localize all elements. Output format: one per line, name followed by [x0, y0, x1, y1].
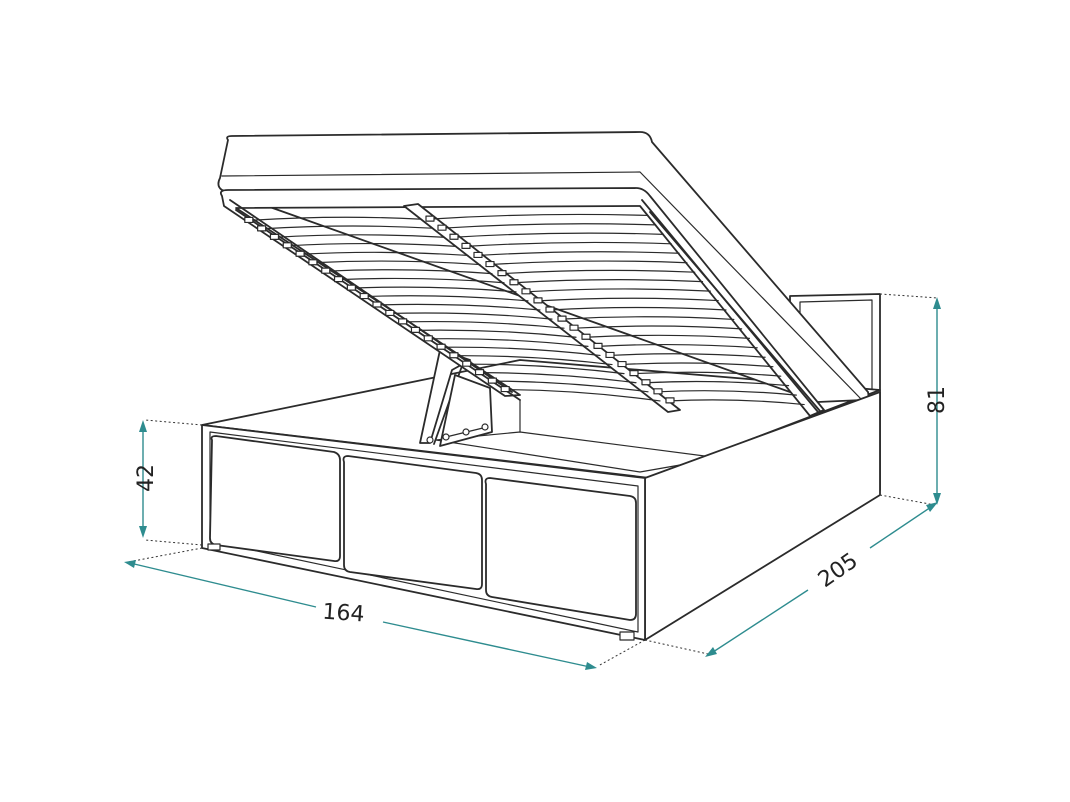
slat-holder	[521, 288, 531, 295]
slat	[453, 232, 665, 238]
slat-holder	[557, 315, 567, 322]
slat	[573, 325, 743, 330]
slat	[633, 371, 782, 377]
slat	[402, 320, 565, 329]
slat	[501, 269, 696, 275]
slat	[261, 225, 433, 230]
slat-holder	[461, 242, 471, 249]
slat-holder	[372, 301, 382, 308]
slat	[504, 388, 661, 402]
slat	[325, 269, 493, 275]
bed-frame-front	[201, 391, 881, 641]
slat	[337, 277, 505, 284]
slat-holder	[653, 388, 663, 395]
length-label: 205	[814, 548, 863, 593]
slat	[453, 355, 613, 366]
slat-holder	[545, 306, 555, 313]
slat	[429, 213, 649, 220]
height-headboard-label: 81	[925, 386, 950, 414]
slat	[350, 286, 517, 293]
slat-holder	[533, 297, 543, 304]
slat	[376, 303, 541, 311]
slat-holder	[593, 342, 603, 349]
lift-mechanism	[419, 349, 493, 447]
lifted-base	[217, 131, 870, 419]
slat	[609, 353, 766, 358]
slat-holder	[474, 369, 485, 376]
slat-holder	[346, 284, 356, 291]
slat-holder	[641, 379, 651, 386]
slat	[440, 346, 601, 357]
slat	[525, 288, 711, 293]
dimension-height-headboard: 81	[925, 297, 950, 505]
slat-holder	[385, 309, 395, 317]
slat	[414, 329, 577, 338]
slat-holder	[462, 360, 472, 367]
slat	[299, 251, 469, 257]
slat	[669, 399, 805, 406]
slat-holder	[629, 370, 639, 377]
dimension-width: 164	[124, 560, 597, 670]
slats	[244, 213, 805, 406]
slat	[537, 297, 719, 302]
slat	[466, 363, 625, 375]
slat-holder	[665, 397, 675, 404]
slat-holder	[497, 270, 507, 277]
slat-holder	[398, 318, 408, 325]
slat-holder	[487, 377, 497, 384]
slat	[645, 380, 790, 387]
dimension-height-frame: 42	[134, 420, 159, 538]
slat-holder	[509, 279, 519, 286]
slat-holder	[359, 292, 369, 300]
slat	[465, 241, 672, 247]
slat	[478, 372, 637, 384]
slat	[657, 390, 797, 396]
slat-holder	[449, 233, 459, 240]
slat-holder	[473, 251, 483, 259]
slat-holder	[581, 333, 591, 340]
slat-holder	[569, 324, 579, 331]
slat	[312, 260, 481, 266]
slat	[427, 338, 589, 347]
slat	[513, 279, 704, 284]
slat	[477, 251, 680, 257]
slat-holder	[244, 216, 254, 224]
slat-holder	[269, 233, 280, 240]
slat	[248, 216, 421, 222]
slat-holder	[500, 385, 510, 393]
slat	[491, 380, 649, 393]
slat	[273, 234, 445, 238]
slat	[489, 260, 688, 266]
dimension-guides	[127, 293, 939, 667]
slat-holder	[308, 259, 318, 266]
slat-holder	[321, 267, 331, 274]
slat	[549, 306, 727, 311]
slat-holder	[485, 260, 495, 268]
slat	[286, 242, 457, 247]
slat	[441, 223, 657, 229]
slat-holder	[282, 242, 292, 249]
width-label: 164	[322, 600, 366, 628]
slat	[597, 343, 758, 349]
slat-holder	[423, 335, 433, 342]
slat	[363, 295, 529, 302]
slat-holder	[617, 360, 627, 368]
slat	[621, 362, 774, 368]
slat-holder	[605, 351, 615, 359]
slat-holder	[425, 215, 435, 222]
height-frame-label: 42	[134, 464, 159, 492]
slat	[585, 334, 751, 339]
slat-holder	[295, 250, 305, 257]
slat-holder	[437, 224, 447, 231]
slat-holder	[257, 225, 267, 232]
slat-holder	[410, 326, 421, 333]
slat	[389, 312, 553, 320]
slat-holder	[436, 343, 446, 350]
slat	[561, 316, 735, 321]
slat-holder	[449, 352, 459, 359]
slat-holder	[333, 276, 344, 283]
